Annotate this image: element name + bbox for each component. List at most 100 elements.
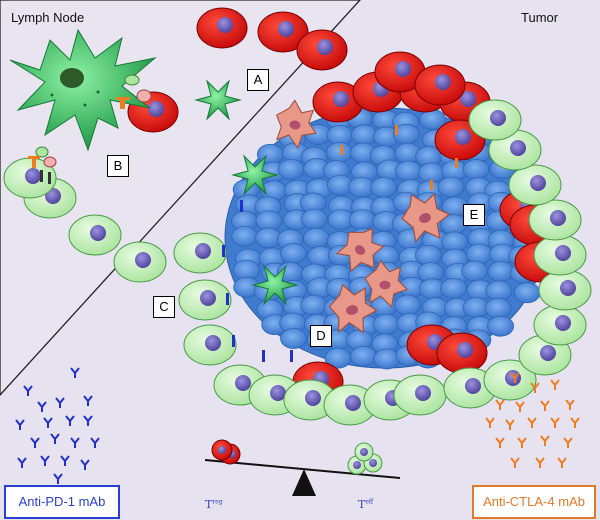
pd1-connector (232, 335, 235, 347)
pd1-antibody (15, 419, 25, 430)
lymph-node-label: Lymph Node (11, 10, 85, 25)
cell-nucleus (195, 243, 211, 259)
marker-b: B (107, 155, 129, 177)
pd1-antibody (53, 473, 63, 484)
pd1-antibody (55, 397, 65, 408)
pd1-connector (226, 293, 229, 305)
pd1-connector (290, 350, 293, 362)
tumor-cell (395, 160, 422, 182)
ctla4-antibody (563, 437, 573, 448)
macrophage (335, 227, 385, 273)
pd1-antibody (30, 437, 40, 448)
dendritic-cell (251, 264, 299, 306)
cell-nucleus (555, 315, 571, 331)
tumor-cell (465, 243, 493, 265)
tumor-cell (303, 227, 330, 249)
ctla4-antibody (565, 399, 575, 410)
cell-nucleus (460, 91, 476, 107)
marker-e: E (463, 204, 485, 226)
dendritic-cell (194, 79, 242, 121)
ctla4-antibody (505, 419, 515, 430)
ctla4-antibody (570, 417, 580, 428)
cell-nucleus (455, 129, 471, 145)
cell-nucleus (270, 385, 286, 401)
effector-t-cells (3, 99, 592, 426)
tumor-cell (370, 176, 398, 198)
pd1-antibody (23, 385, 33, 396)
tumor-cell (300, 294, 328, 316)
cell-nucleus (435, 74, 451, 90)
cell-nucleus (205, 335, 221, 351)
pd1-antibody (83, 395, 93, 406)
ctla4-antibody (557, 457, 567, 468)
lymph-node-synapse (28, 74, 152, 184)
tumor-macrophages (275, 99, 451, 334)
tumor-label: Tumor (521, 10, 559, 25)
tumor-cell (513, 282, 541, 304)
pd1-antibody (90, 437, 100, 448)
macrophage (401, 193, 451, 244)
pd1-connector (262, 350, 265, 362)
ctla4-connector (395, 125, 398, 135)
pd1-antibody (37, 401, 47, 412)
ctla4-antibody (495, 399, 505, 410)
tumor-dendritic-cells (194, 79, 299, 306)
marker-d: D (310, 325, 332, 347)
cell-nucleus (530, 175, 546, 191)
cell-nucleus (135, 252, 151, 268)
tumor-cell (415, 244, 442, 266)
ctla4-antibody (527, 417, 537, 428)
anti-pd1-antibody-cluster (15, 367, 100, 484)
cell-nucleus (540, 345, 556, 361)
teff-label-base: T (358, 498, 366, 511)
pd1-antibody (65, 415, 75, 426)
ctla4-antibody (540, 400, 550, 411)
pd1-antibody (50, 433, 60, 444)
cell-nucleus (148, 101, 164, 117)
pd1-connector (240, 200, 243, 212)
macrophage (275, 99, 317, 150)
tumor-cell-cluster (231, 108, 541, 370)
cell-nucleus (555, 245, 571, 261)
ctla4-antibody (517, 437, 527, 448)
cell-nucleus (345, 395, 361, 411)
pd1-antibody (60, 455, 70, 466)
ctla4-antibody (550, 417, 560, 428)
pd1-antibody (80, 459, 90, 470)
pd1-antibody (17, 457, 27, 468)
anti-pd1-legend: Anti-PD-1 mAb (4, 485, 120, 519)
pd1-antibody (43, 417, 53, 428)
ctla4-antibody (485, 417, 495, 428)
cell-connectors (222, 125, 458, 362)
marker-c: C (153, 296, 175, 318)
tumor-cell (348, 209, 376, 231)
dendritic-cell (231, 154, 279, 196)
pd1-connector (222, 245, 225, 257)
cell-nucleus (510, 140, 526, 156)
ctla4-antibody (510, 372, 520, 383)
tumor-cell (280, 243, 307, 264)
pd1-antibody (40, 455, 50, 466)
macrophage (328, 283, 378, 334)
cell-nucleus (90, 225, 106, 241)
tumor-cell (277, 158, 305, 180)
tumor-cell (373, 348, 401, 370)
tumor-cell (487, 315, 514, 337)
cell-nucleus (333, 91, 349, 107)
tumor-cell (350, 345, 377, 367)
marker-a: A (247, 69, 269, 91)
cell-nucleus (278, 21, 294, 37)
tumor-cell (231, 226, 259, 247)
tumor-cell (437, 176, 465, 198)
treg-label: Treg (205, 498, 223, 511)
pd1-antibody (83, 415, 93, 426)
cell-nucleus (560, 280, 576, 296)
tumor-cell (440, 277, 468, 299)
cell-nucleus (235, 375, 251, 391)
tumor-cell (485, 280, 513, 302)
ctla4-connector (455, 158, 458, 168)
cell-nucleus (200, 290, 216, 306)
cell-nucleus (457, 342, 473, 358)
cell-nucleus (395, 61, 411, 77)
